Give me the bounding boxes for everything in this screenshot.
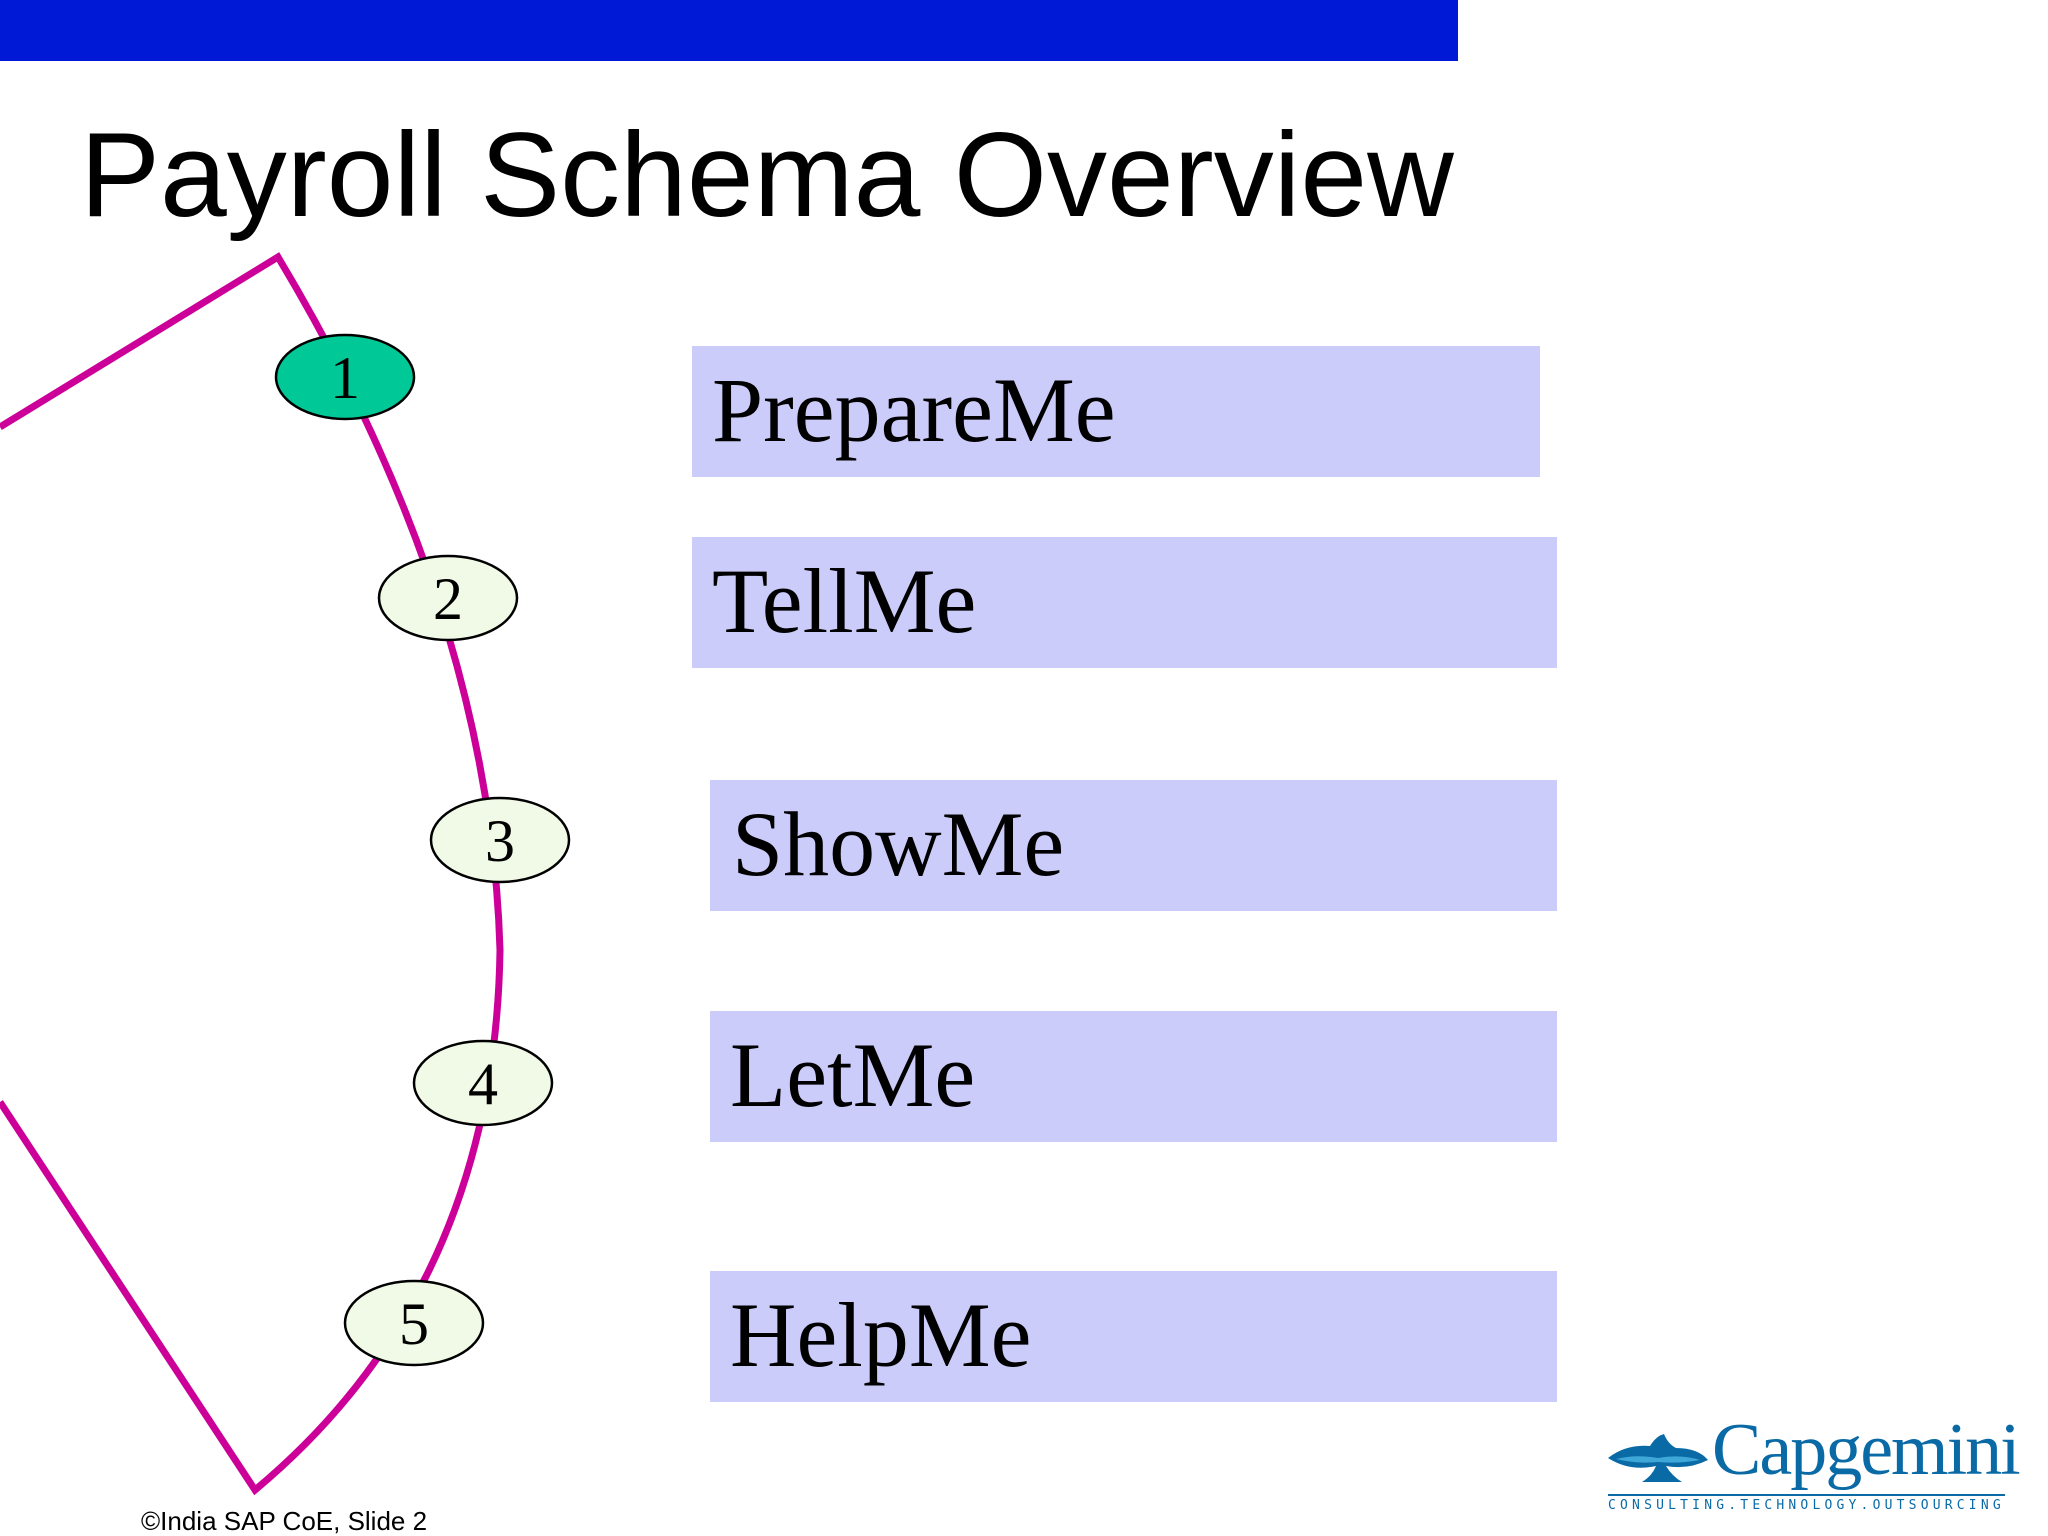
step-node-2[interactable]: 2 <box>377 554 519 642</box>
logo-wordmark: Capgemini <box>1712 1409 2021 1491</box>
step-box-letme[interactable]: LetMe <box>710 1011 1557 1142</box>
logo-tagline: CONSULTING.TECHNOLOGY.OUTSOURCING <box>1608 1494 2005 1514</box>
slide-footer: ©India SAP CoE, Slide 2 <box>141 1506 428 1536</box>
step-node-4-number: 4 <box>468 1051 498 1117</box>
step-node-3[interactable]: 3 <box>429 796 571 884</box>
step-box-label: PrepareMe <box>712 359 1116 461</box>
capgemini-logo: Capgemini CONSULTING.TECHNOLOGY.OUTSOURC… <box>1606 1410 2021 1518</box>
slide-title: Payroll Schema Overview <box>80 108 1454 242</box>
top-banner-bar <box>0 0 1458 61</box>
step-box-label: LetMe <box>730 1024 976 1126</box>
step-box-tellme[interactable]: TellMe <box>692 537 1557 668</box>
spade-icon <box>1608 1434 1708 1482</box>
step-box-label: HelpMe <box>730 1284 1032 1386</box>
step-box-label: ShowMe <box>732 793 1065 895</box>
step-node-4[interactable]: 4 <box>412 1039 554 1127</box>
step-node-1-number: 1 <box>330 345 360 411</box>
step-node-3-number: 3 <box>485 808 515 874</box>
step-box-helpme[interactable]: HelpMe <box>710 1271 1557 1402</box>
step-node-2-number: 2 <box>433 566 463 632</box>
step-box-prepareme[interactable]: PrepareMe <box>692 346 1540 477</box>
step-node-1[interactable]: 1 <box>274 333 416 421</box>
step-node-5-number: 5 <box>399 1291 429 1357</box>
step-node-5[interactable]: 5 <box>343 1279 485 1367</box>
step-box-label: TellMe <box>712 550 977 652</box>
step-box-showme[interactable]: ShowMe <box>710 780 1557 911</box>
